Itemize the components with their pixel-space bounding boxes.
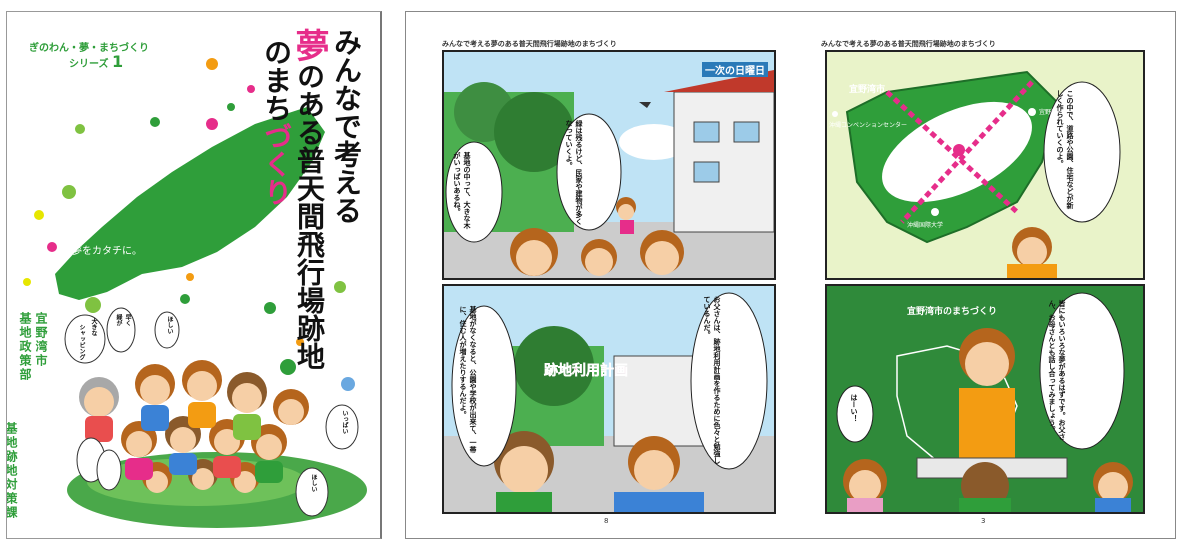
teacher-bubble: 皆にもいろいろな夢があるはずです。お父さん、お母さんとも話し合ってみましょう。 xyxy=(1048,300,1066,440)
map-label-convention-center: 沖縄コンベンションセンター xyxy=(829,122,908,129)
right-page-header: みんなで考える夢のある普天間飛行場跡地のまちづくり xyxy=(821,40,996,48)
title-column-1: みんなで考える xyxy=(330,28,363,224)
left-page-number: 8 xyxy=(604,517,609,525)
map-label-ginowan: 宜野湾市 xyxy=(849,85,886,95)
map-bubble: この中で、道路や公園、住宅などが新しく作られていくのよ。 xyxy=(1056,90,1074,209)
map-label-ginowan-park: 宜野湾公園 xyxy=(1039,109,1070,116)
right-panel-classroom: 宜野湾市のまちづくり 皆にもいろいろな夢があるはずです。お父さん、お母さんとも話… xyxy=(825,284,1145,514)
crowd-bubble-4: いっぱい xyxy=(341,410,348,434)
crowd-bubble-1b: シャッピング xyxy=(78,324,85,360)
left-panel-1: 一次の日曜日 基地の中って、大きな木がいっぱいあるね。 緑は残るけど、民家や建物… xyxy=(442,50,776,280)
right-page-number: 3 xyxy=(981,517,986,525)
kids-crowd xyxy=(79,360,309,493)
panel2-bubble-left: 基地がなくなると、公園や学校が出来て、一帯に、住む人が増えたりするんだよ。 xyxy=(459,306,477,453)
left-panel-2: 跡地利用計画 基地がなくなると、公園や学校が出来て、一帯に、住む人が増えたりする… xyxy=(442,284,776,514)
booklet-cover: ぎのわん・夢・まちづくり シリーズ 1 みんなで考える 夢のある普天間飛行場跡地… xyxy=(6,11,382,539)
student-bubble: はーい！ xyxy=(850,394,858,422)
publisher-dept: 基地政策部 xyxy=(18,312,32,382)
crowd-bubble-2b: 緑が xyxy=(115,314,122,326)
title-col3-b: づくり xyxy=(260,122,293,206)
publisher-city: 宜野湾市 xyxy=(34,312,48,368)
title-column-3: のまちづくり xyxy=(256,38,296,206)
left-page-header: みんなで考える夢のある普天間飛行場跡地のまちづくり xyxy=(442,40,617,48)
map-label-okinawa-intl-univ: 沖縄国際大学 xyxy=(907,222,944,229)
right-panel-map: 宜野湾市 沖縄国際大学 宜野湾公園 沖縄コンベンションセンター この中で、道路や… xyxy=(825,50,1145,280)
panel1-bubble-left: 基地の中って、大きな木がいっぱいあるね。 xyxy=(453,152,471,229)
series-line2: シリーズ xyxy=(69,59,109,70)
crowd-bubble-5: ほしい xyxy=(310,474,317,492)
publisher-section: 基地跡地対策課 xyxy=(6,422,18,520)
series-number: 1 xyxy=(111,52,124,71)
manga-spread: みんなで考える夢のある普天間飛行場跡地のまちづくり みんなで考える夢のある普天間… xyxy=(405,11,1176,539)
cover-decoration xyxy=(23,58,367,528)
panel1-bubble-right: 緑は残るけど、民家や建物が多くなっていくよ。 xyxy=(565,120,583,225)
island-caption: 夢をカタチに。 xyxy=(72,246,142,257)
series-line1: ぎのわん・夢・まちづくり xyxy=(29,43,149,54)
title-accent-yume: 夢 xyxy=(289,28,329,62)
title-column-2: 夢のある普天間飛行場跡地 xyxy=(285,28,334,370)
crowd-bubble-1: 大きな xyxy=(90,318,97,336)
series-label: ぎのわん・夢・まちづくり シリーズ 1 xyxy=(29,42,149,71)
panel2-bubble-right: お父さんは、跡地利用計画を作るために色々と勉強しているんだ。 xyxy=(703,296,721,464)
island-shape xyxy=(55,107,325,300)
crowd-bubble-2: 早く xyxy=(124,314,131,326)
crowd-bubble-3: ほしい xyxy=(166,316,173,334)
title-column-2-rest: のある普天間飛行場跡地 xyxy=(293,62,326,370)
panel1-time-caption: 一次の日曜日 xyxy=(702,62,768,77)
blackboard-title: 宜野湾市のまちづくり xyxy=(907,307,998,317)
land-use-plan-sign: 跡地利用計画 xyxy=(544,363,629,380)
title-col3-a: のまち xyxy=(260,38,293,122)
